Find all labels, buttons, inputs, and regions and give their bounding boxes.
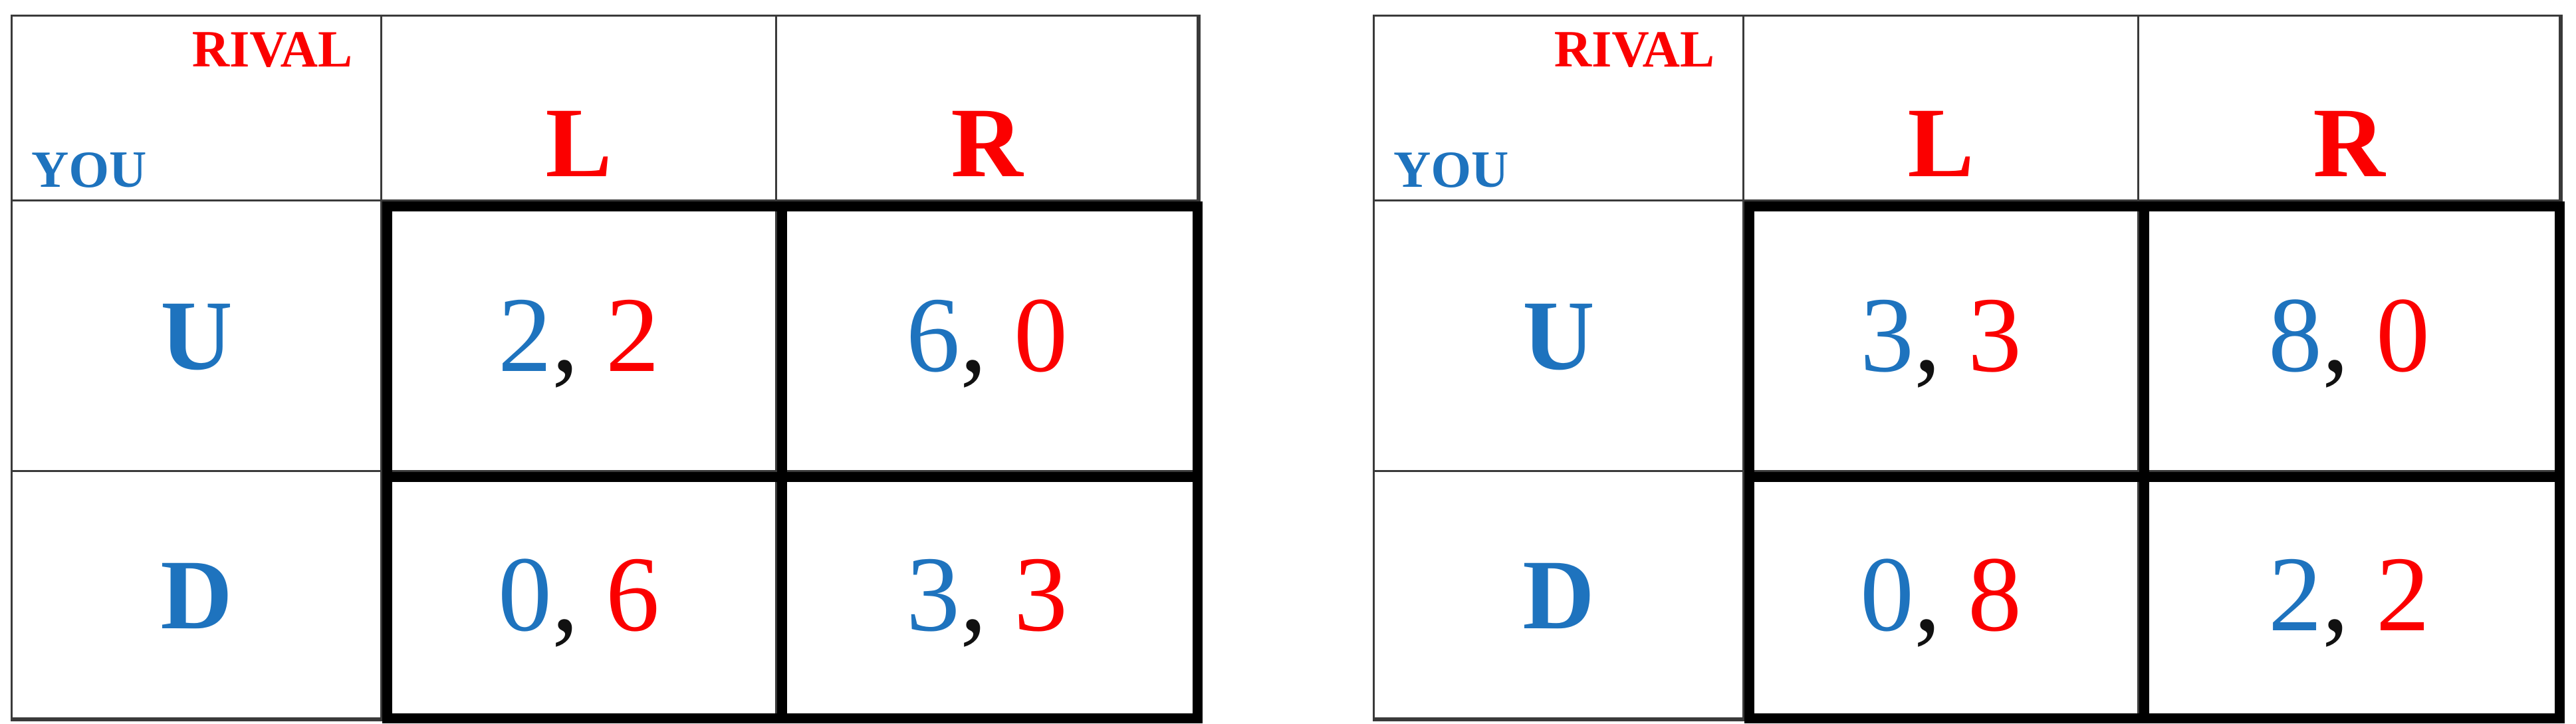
payoff-separator: ,: [2322, 276, 2376, 395]
payoff-cell-DL: 0, 6: [382, 472, 777, 719]
payoff-separator: ,: [552, 276, 606, 395]
payoff-cell-UR: 8, 0: [2139, 201, 2561, 472]
column-header-R: R: [2139, 17, 2561, 201]
rival-payoff: 0: [1014, 276, 1068, 395]
payoff-separator: ,: [2322, 535, 2376, 654]
you-payoff: 3: [1860, 276, 1914, 395]
corner-cell: RIVAL YOU: [1375, 17, 1744, 201]
column-player-label: RIVAL: [191, 20, 352, 78]
payoff-cell-UL: 2, 2: [382, 201, 777, 472]
payoff-separator: ,: [960, 535, 1014, 654]
rival-payoff: 6: [606, 535, 659, 654]
payoff-separator: ,: [1914, 276, 1968, 395]
payoff-matrix-right: RIVAL YOU L R U 3, 3 8, 0 D 0, 8 2, 2: [1373, 15, 2565, 723]
you-payoff: 2: [498, 276, 552, 395]
you-payoff: 3: [906, 535, 960, 654]
you-payoff: 2: [2268, 535, 2322, 654]
payoff-cell-DR: 3, 3: [777, 472, 1199, 719]
payoff-cell-UR: 6, 0: [777, 201, 1199, 472]
payoff-separator: ,: [960, 276, 1014, 395]
row-player-label: YOU: [1393, 140, 1509, 198]
corner-cell: RIVAL YOU: [13, 17, 382, 201]
payoff-matrix-left: RIVAL YOU L R U 2, 2 6, 0 D 0, 6 3, 3: [11, 15, 1203, 723]
row-header-D: D: [13, 472, 382, 719]
you-payoff: 8: [2268, 276, 2322, 395]
row-header-U: U: [13, 201, 382, 472]
rival-payoff: 2: [2376, 535, 2430, 654]
you-payoff: 6: [906, 276, 960, 395]
payoff-cell-DR: 2, 2: [2139, 472, 2561, 719]
column-player-label: RIVAL: [1554, 20, 1714, 78]
rival-payoff: 3: [1968, 276, 2022, 395]
column-header-L: L: [382, 17, 777, 201]
you-payoff: 0: [498, 535, 552, 654]
rival-payoff: 2: [606, 276, 659, 395]
rival-payoff: 0: [2376, 276, 2430, 395]
payoff-cell-UL: 3, 3: [1744, 201, 2139, 472]
payoff-separator: ,: [552, 535, 606, 654]
column-header-R: R: [777, 17, 1199, 201]
row-player-label: YOU: [31, 140, 147, 198]
column-header-L: L: [1744, 17, 2139, 201]
rival-payoff: 3: [1014, 535, 1068, 654]
row-header-D: D: [1375, 472, 1744, 719]
payoff-cell-DL: 0, 8: [1744, 472, 2139, 719]
rival-payoff: 8: [1968, 535, 2022, 654]
row-header-U: U: [1375, 201, 1744, 472]
payoff-separator: ,: [1914, 535, 1968, 654]
you-payoff: 0: [1860, 535, 1914, 654]
